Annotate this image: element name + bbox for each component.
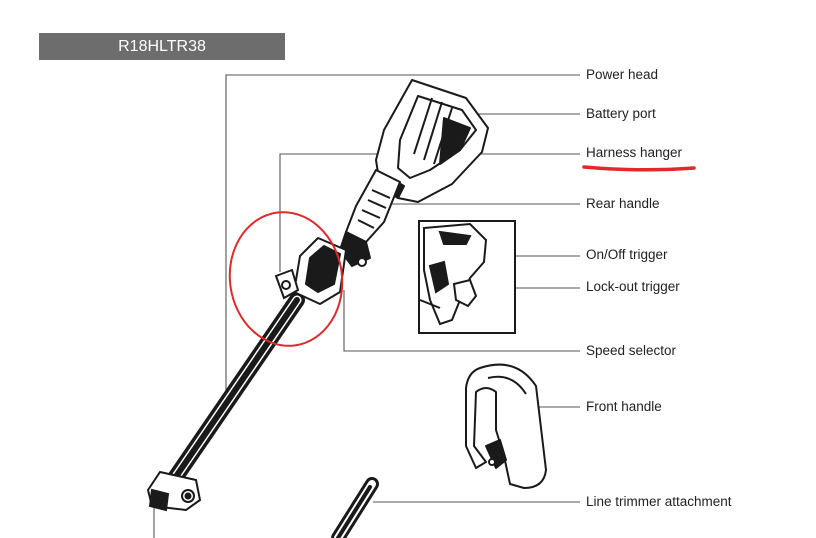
label-battery-port: Battery port — [586, 106, 656, 121]
harness-hanger-highlight — [228, 211, 344, 347]
label-rear-handle: Rear handle — [586, 196, 660, 211]
label-onoff-trigger: On/Off trigger — [586, 247, 668, 262]
power-head — [375, 79, 489, 203]
label-front-handle: Front handle — [586, 399, 662, 414]
leader-power-head — [225, 74, 580, 395]
label-speed-selector: Speed selector — [586, 343, 677, 358]
trigger-detail-inset — [418, 220, 516, 334]
harness-hanger-underline — [582, 165, 696, 172]
model-tab: R18HLTR38 — [39, 33, 285, 60]
line-trimmer-shaft — [331, 477, 379, 538]
shaft-coupler — [146, 470, 202, 512]
speed-selector — [293, 237, 347, 305]
label-line-trimmer-attachment: Line trimmer attachment — [586, 494, 732, 509]
harness-hanger-clip — [274, 268, 300, 300]
label-lockout-trigger: Lock-out trigger — [586, 279, 680, 294]
front-handle-drawing — [465, 363, 547, 489]
label-harness-hanger: Harness hanger — [586, 145, 683, 160]
rear-handle — [339, 169, 401, 267]
leader-speed-selector — [343, 290, 580, 352]
label-power-head: Power head — [586, 67, 659, 82]
shaft — [167, 292, 305, 486]
